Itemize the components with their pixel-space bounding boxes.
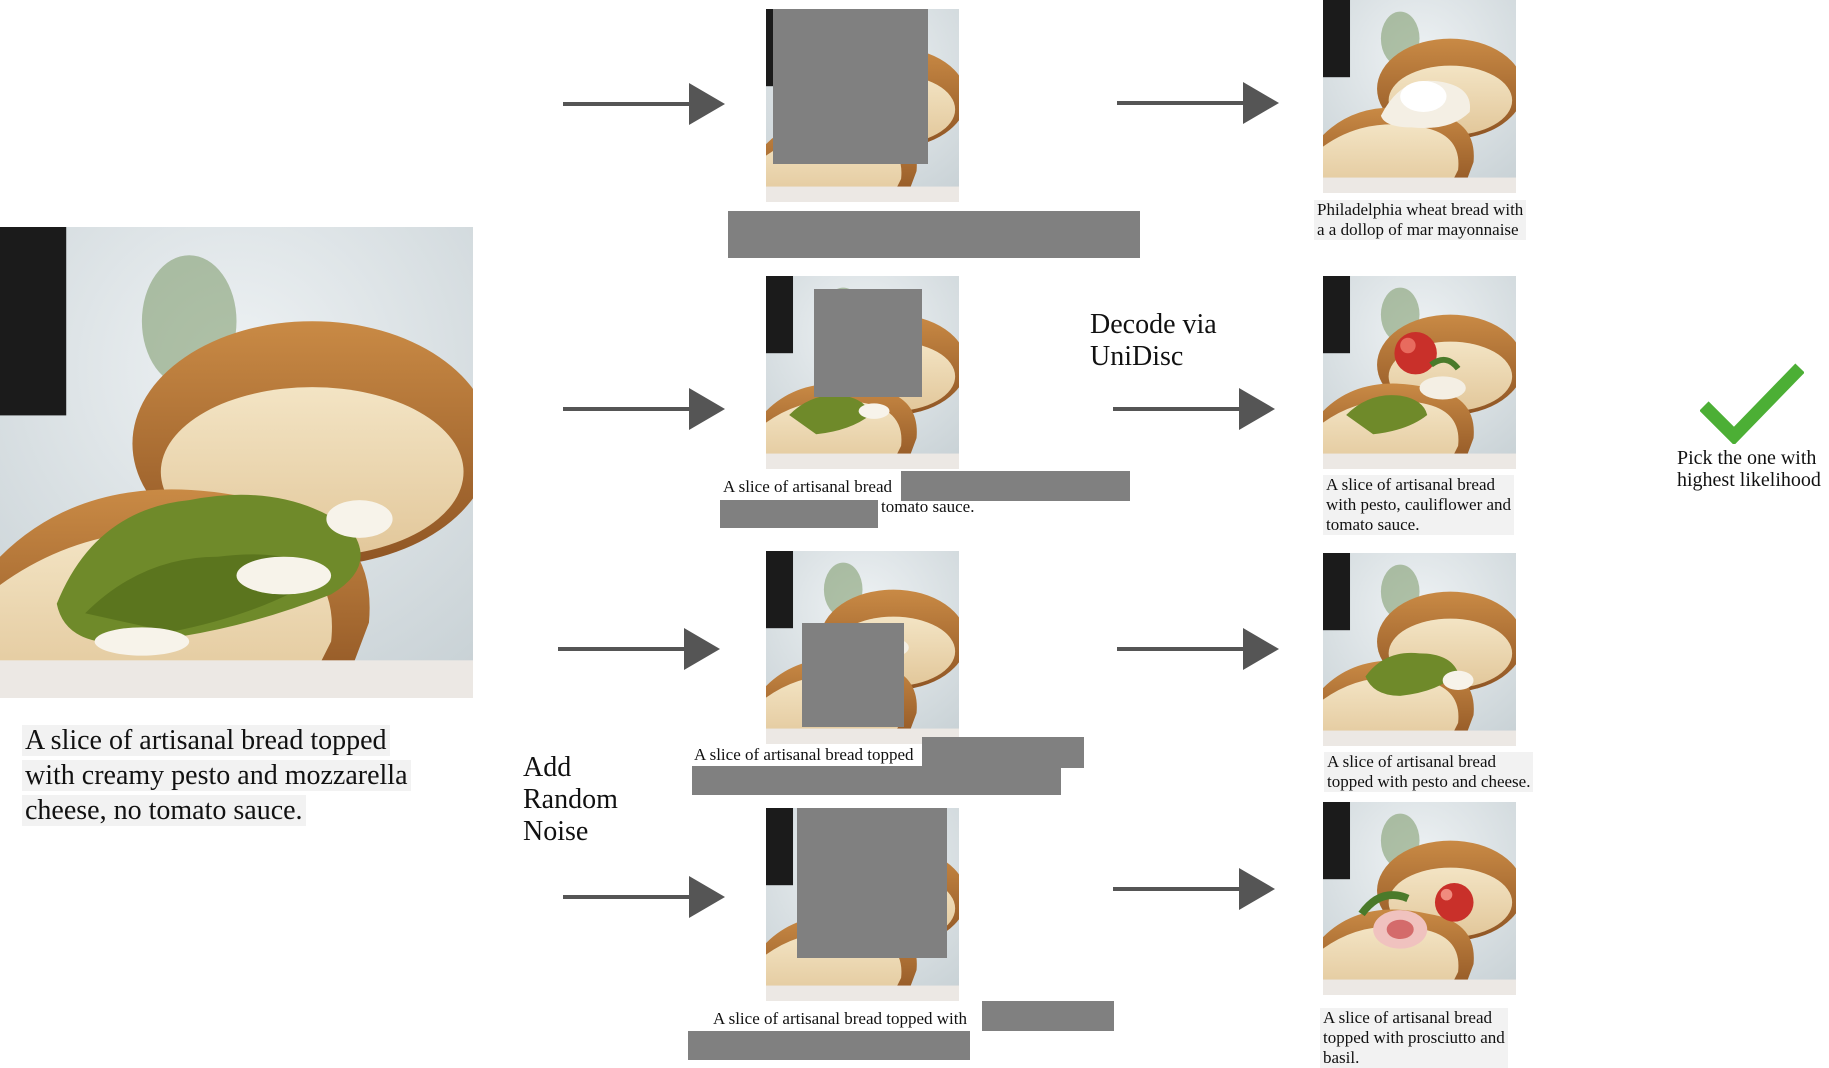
text-mask xyxy=(688,1031,970,1060)
pick-label-line: highest likelihood xyxy=(1677,469,1821,491)
output-caption: A slice of artisanal bread with pesto, c… xyxy=(1323,475,1515,535)
masked-caption-line: A slice of artisanal bread topped xyxy=(691,745,917,765)
add-noise-label-line: Random xyxy=(523,784,618,815)
source-caption-line: with creamy pesto and mozzarella xyxy=(22,760,411,791)
right-arrow-icon xyxy=(1117,82,1279,124)
pick-label: Pick the one with highest likelihood xyxy=(1677,447,1821,491)
right-arrow-icon xyxy=(563,83,725,125)
image-mask xyxy=(814,289,922,397)
output-caption-line: A slice of artisanal bread xyxy=(1324,752,1534,772)
output-caption-line: A slice of artisanal bread xyxy=(1323,475,1515,495)
source-caption: A slice of artisanal bread topped with c… xyxy=(22,723,411,828)
text-mask xyxy=(982,1001,1114,1031)
text-mask xyxy=(922,737,1084,768)
text-mask xyxy=(901,471,1130,501)
right-arrow-icon xyxy=(1113,868,1275,910)
source-caption-line: cheese, no tomato sauce. xyxy=(22,795,306,826)
masked-photo xyxy=(766,808,959,1001)
output-caption: A slice of artisanal bread topped with p… xyxy=(1320,1008,1508,1068)
right-arrow-icon xyxy=(1117,628,1279,670)
output-caption: Philadelphia wheat bread with a a dollop… xyxy=(1314,200,1527,240)
right-arrow-icon xyxy=(563,876,725,918)
output-caption-line: tomato sauce. xyxy=(1323,515,1515,535)
decode-label: Decode via UniDisc xyxy=(1090,309,1217,373)
add-noise-label-line: Noise xyxy=(523,816,589,847)
masked-photo xyxy=(766,551,959,744)
output-photo xyxy=(1323,802,1516,995)
add-noise-label-line: Add xyxy=(523,752,572,783)
add-noise-label: Add Random Noise xyxy=(523,752,618,848)
masked-caption-line: A slice of artisanal bread topped with xyxy=(710,1009,970,1029)
text-mask xyxy=(720,500,878,528)
decode-label-line: UniDisc xyxy=(1090,341,1184,372)
text-mask xyxy=(728,211,1140,258)
right-arrow-icon xyxy=(563,388,725,430)
image-mask xyxy=(802,623,904,727)
output-caption-line: topped with prosciutto and xyxy=(1320,1028,1508,1048)
checkmark-icon xyxy=(1700,363,1804,444)
output-caption-line: topped with pesto and cheese. xyxy=(1324,772,1534,792)
output-caption-line: with pesto, cauliflower and xyxy=(1323,495,1515,515)
image-mask xyxy=(773,9,928,164)
output-photo xyxy=(1323,0,1516,193)
masked-photo xyxy=(766,276,959,469)
masked-caption-line: A slice of artisanal bread xyxy=(723,477,892,496)
output-caption: A slice of artisanal bread topped with p… xyxy=(1324,752,1534,792)
masked-photo xyxy=(766,9,959,202)
right-arrow-icon xyxy=(1113,388,1275,430)
output-photo xyxy=(1323,553,1516,746)
source-photo xyxy=(0,227,473,698)
right-arrow-icon xyxy=(558,628,720,670)
text-mask xyxy=(692,766,1061,795)
pick-label-line: Pick the one with xyxy=(1677,447,1817,469)
image-mask xyxy=(797,808,947,958)
output-caption-line: A slice of artisanal bread xyxy=(1320,1008,1508,1028)
output-caption-line: basil. xyxy=(1320,1048,1508,1068)
output-caption-line: Philadelphia wheat bread with xyxy=(1314,200,1527,220)
output-photo xyxy=(1323,276,1516,469)
source-caption-line: A slice of artisanal bread topped xyxy=(22,725,390,756)
output-caption-line: a a dollop of mar mayonnaise xyxy=(1314,220,1527,240)
decode-label-line: Decode via xyxy=(1090,309,1217,340)
masked-caption-line: tomato sauce. xyxy=(881,497,975,516)
